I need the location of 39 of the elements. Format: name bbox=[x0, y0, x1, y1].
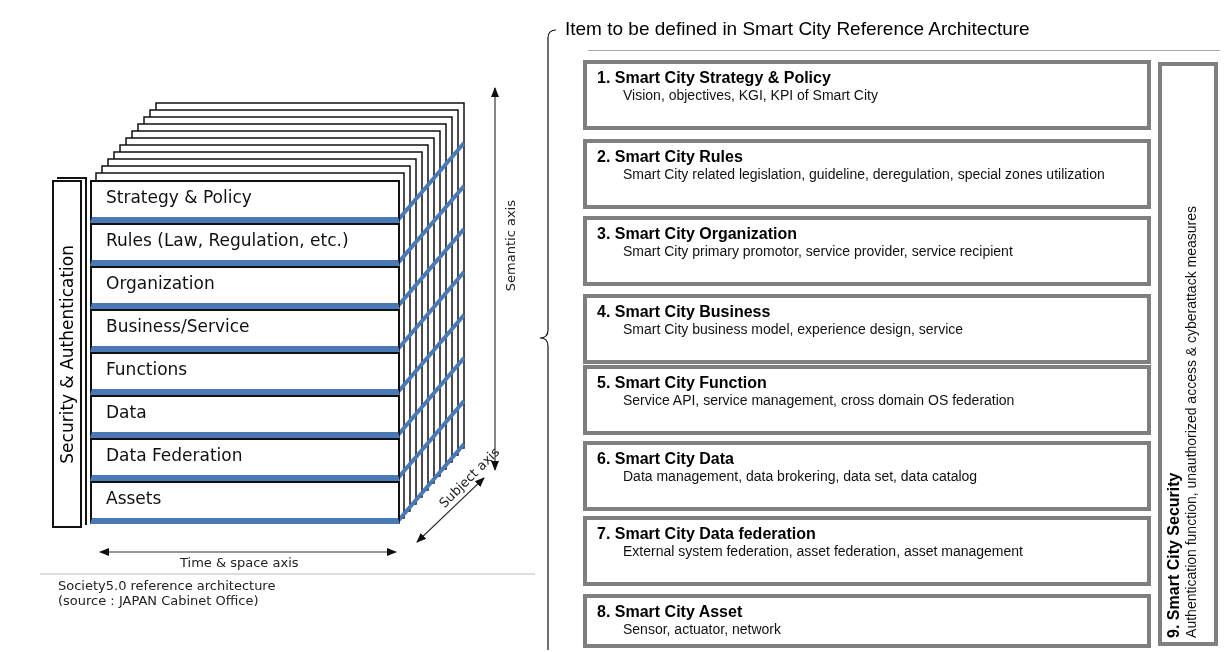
axis-label: Semantic axis bbox=[503, 200, 518, 292]
item-description: Data management, data brokering, data set, data catalog bbox=[622, 468, 979, 485]
axis-label: Time & space axis bbox=[180, 555, 299, 570]
layer-box: Assets bbox=[90, 481, 400, 524]
item-title: 9. Smart City Security bbox=[1164, 471, 1183, 638]
layer-box: Data Federation bbox=[90, 438, 400, 481]
item-description: Service API, service management, cross domain OS federation bbox=[622, 392, 1016, 409]
layer-box: Data bbox=[90, 395, 400, 438]
item-title: 1. Smart City Strategy & Policy bbox=[597, 68, 832, 87]
layer-box: Business/Service bbox=[90, 309, 400, 352]
item-description: Smart City primary promotor, service provider, service recipient bbox=[622, 243, 1014, 260]
item-description: Smart City business model, experience design, service bbox=[622, 321, 965, 338]
item-description: External system federation, asset federation, asset management bbox=[622, 543, 1024, 560]
item-box bbox=[583, 516, 1151, 586]
item-title: 5. Smart City Function bbox=[597, 373, 768, 392]
item-title: 3. Smart City Organization bbox=[597, 224, 799, 243]
layer-box: Strategy & Policy bbox=[90, 180, 400, 223]
item-box bbox=[583, 60, 1151, 130]
item-description: Sensor, actuator, network bbox=[622, 621, 782, 638]
item-box bbox=[583, 139, 1151, 209]
item-box bbox=[1158, 62, 1218, 646]
layer-box: Organization bbox=[90, 266, 400, 309]
item-title: 8. Smart City Asset bbox=[597, 602, 744, 621]
item-description: Smart City related legislation, guideline, deregulation, special zones utilization bbox=[622, 166, 1106, 183]
item-box bbox=[583, 594, 1151, 648]
item-title: 7. Smart City Data federation bbox=[597, 524, 817, 543]
item-box bbox=[583, 294, 1151, 364]
layer-box: Functions bbox=[90, 352, 400, 395]
caption: Society5.0 reference architecture (source : JAPAN Cabinet Office) bbox=[58, 578, 277, 608]
layer-box: Rules (Law, Regulation, etc.) bbox=[90, 223, 400, 266]
item-description: Authentication function, unauthorized access & cyberattack measures bbox=[1183, 206, 1200, 638]
item-description: Vision, objectives, KGI, KPI of Smart City bbox=[622, 87, 879, 104]
item-title: 2. Smart City Rules bbox=[597, 147, 744, 166]
section-heading: Item to be defined in Smart City Reference Architecture bbox=[565, 18, 1030, 40]
item-title: 6. Smart City Data bbox=[597, 449, 735, 468]
item-box bbox=[583, 365, 1151, 435]
item-title: 4. Smart City Business bbox=[597, 302, 772, 321]
item-box bbox=[583, 216, 1151, 286]
item-box bbox=[583, 441, 1151, 511]
